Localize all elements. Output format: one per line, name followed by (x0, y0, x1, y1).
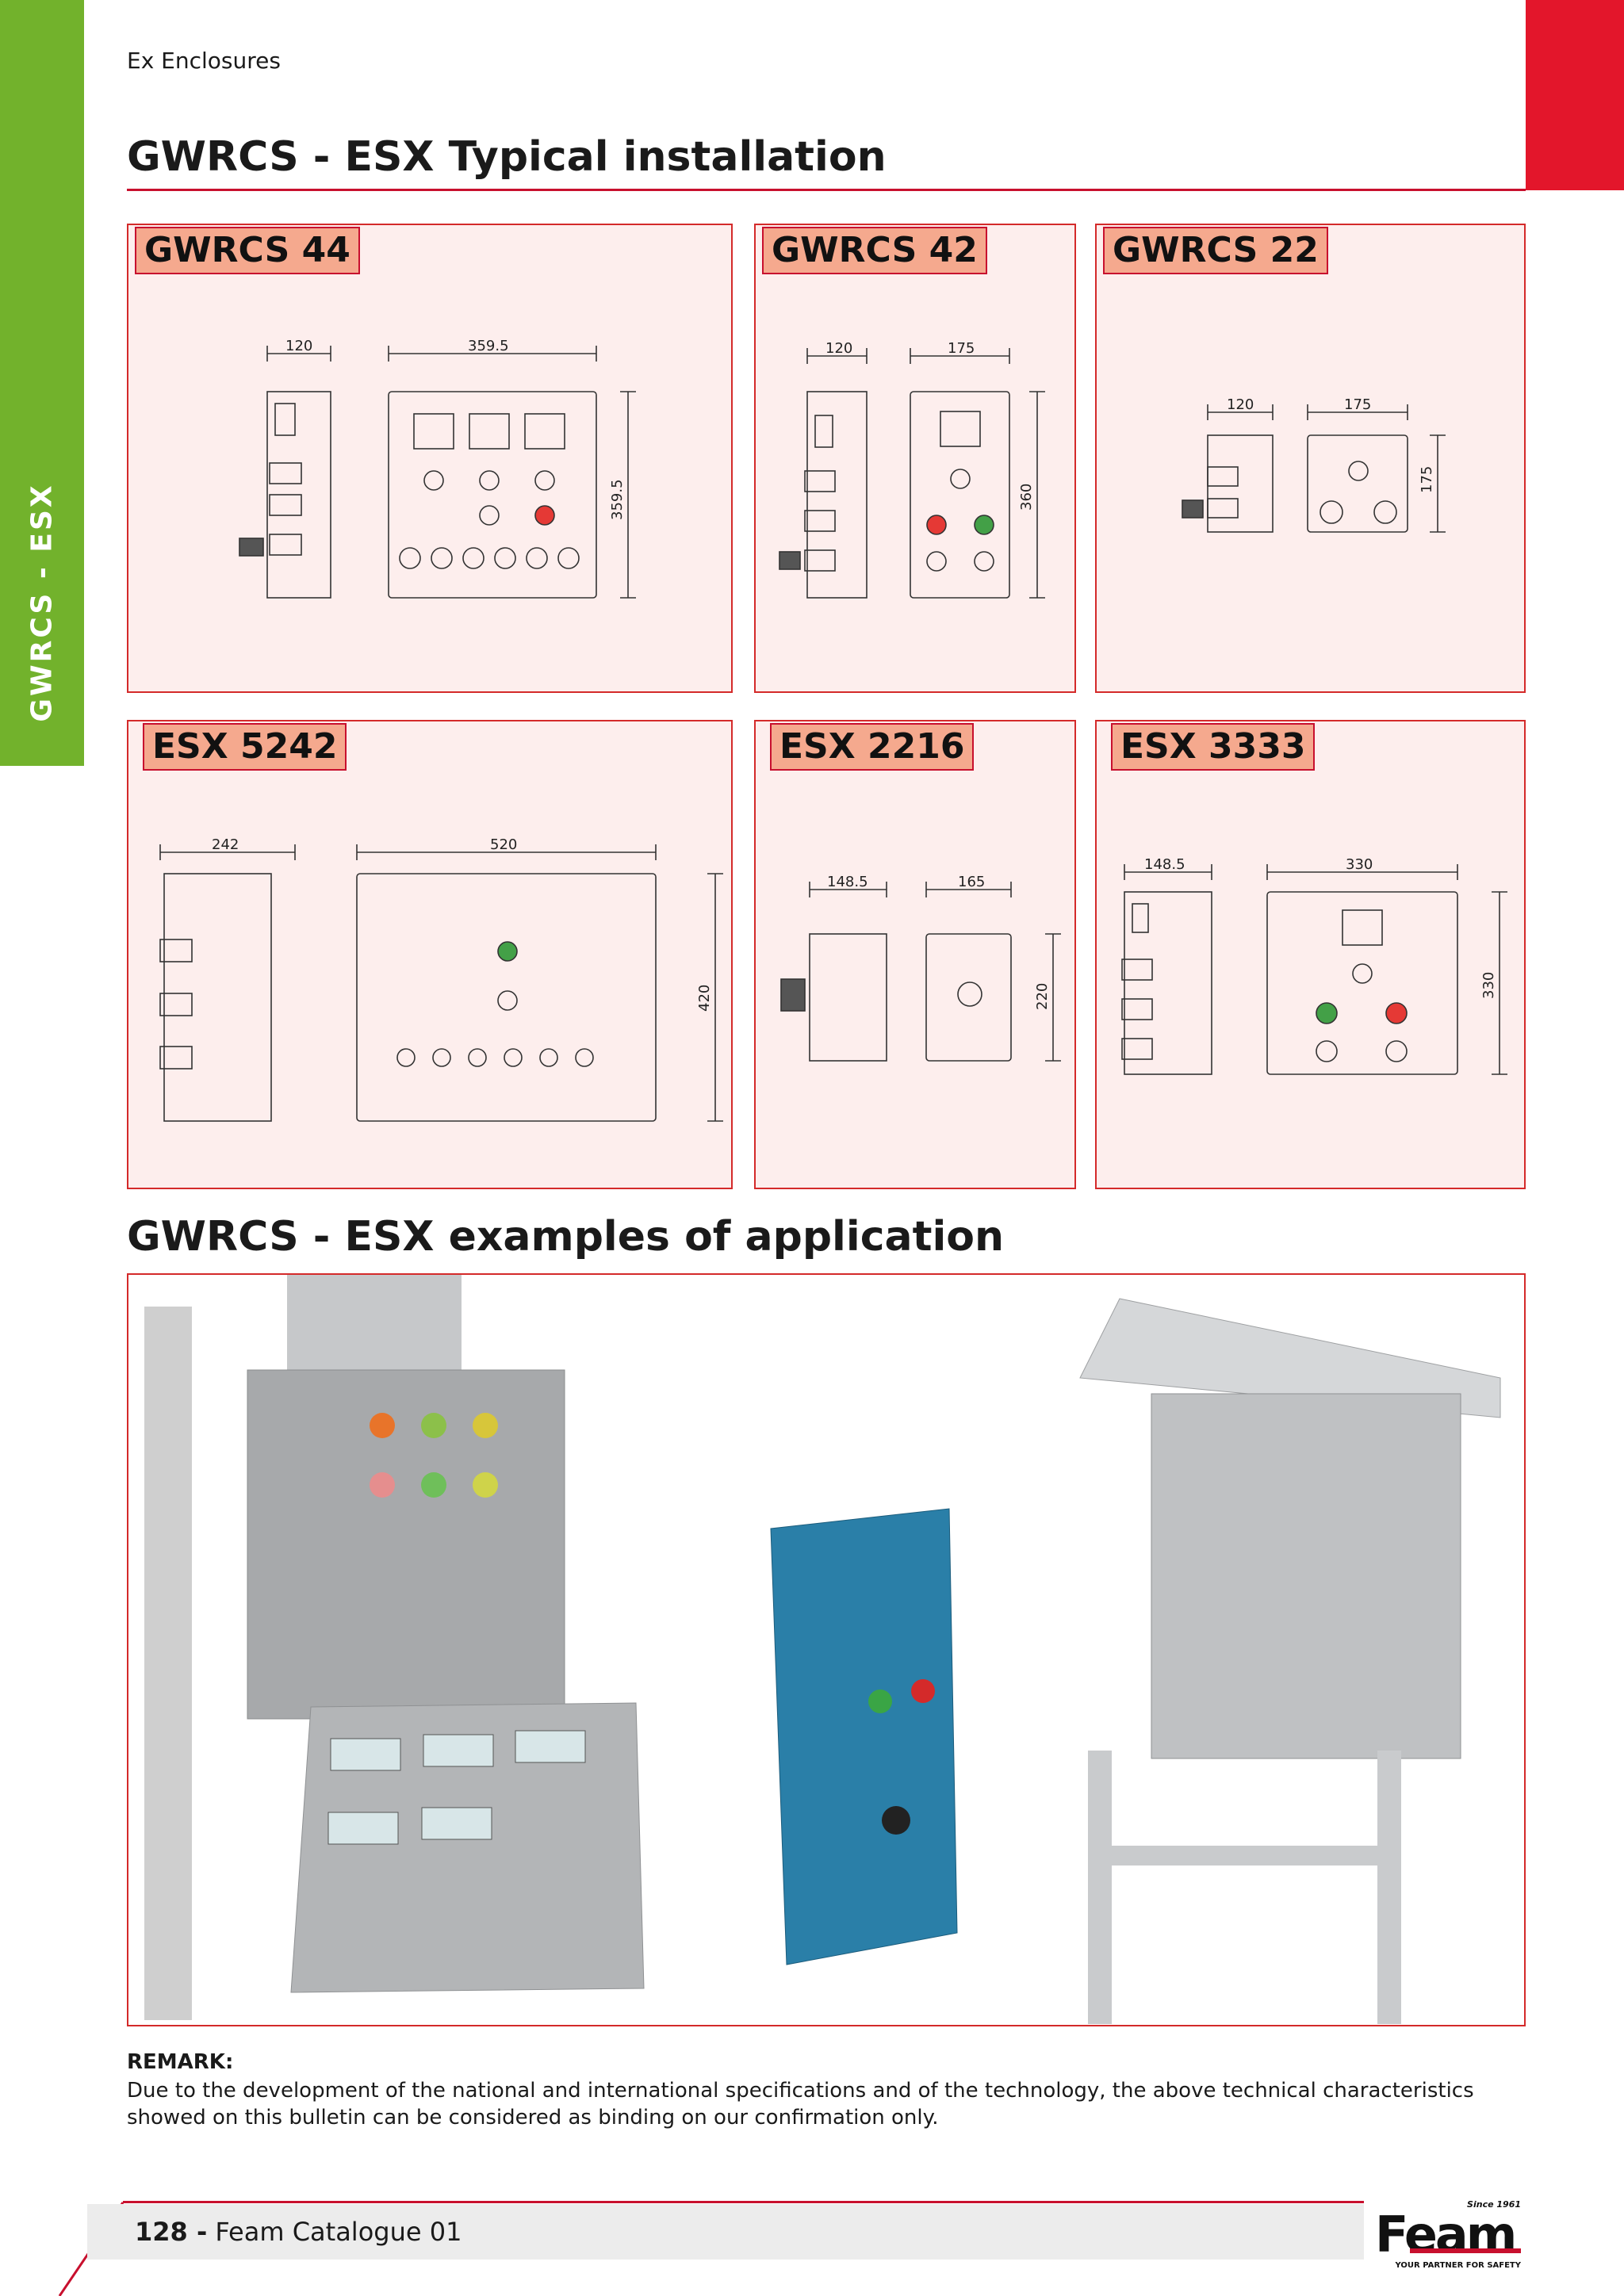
logo-bar (1410, 2248, 1521, 2253)
dim-height: 360 (1018, 484, 1035, 511)
panel-esx-3333: ESX 3333 148.5 330 330 (1095, 720, 1526, 1189)
page-number-value: 128 - (135, 2217, 208, 2247)
panel-esx-2216: ESX 2216 148.5 165 220 (754, 720, 1076, 1189)
panel-title: ESX 2216 (770, 723, 975, 771)
panel-esx-5242: ESX 5242 242 520 420 (127, 720, 733, 1189)
dim-height: 420 (696, 985, 713, 1012)
panel-gwrcs-22: GWRCS 22 120 175 175 (1095, 224, 1526, 693)
logo-wordmark: Feam (1375, 2206, 1515, 2263)
drawing-gwrcs-42: 120 175 360 (779, 340, 1045, 599)
photo-control-panel-canopy (1079, 1298, 1501, 2024)
drawing-esx-3333: 148.5 330 330 (1121, 856, 1507, 1075)
dim-height: 359.5 (609, 479, 626, 520)
dim-height: 175 (1419, 466, 1435, 493)
dim-depth: 120 (285, 338, 312, 354)
panel-gwrcs-44: GWRCS 44 120 359.5 359.5 (127, 224, 733, 693)
panel-title: ESX 3333 (1111, 723, 1316, 771)
logo-since: Since 1961 (1467, 2199, 1521, 2210)
logo-tagline: YOUR PARTNER FOR SAFETY (1395, 2261, 1522, 2270)
panel-title: GWRCS 42 (762, 227, 987, 274)
drawing-gwrcs-44: 120 359.5 359.5 (239, 338, 636, 599)
dim-width: 175 (948, 340, 975, 357)
side-tab-label: GWRCS - ESX (25, 483, 59, 722)
dim-height: 330 (1480, 972, 1497, 999)
panel-gwrcs-42: GWRCS 42 120 175 360 (754, 224, 1076, 693)
drawing-esx-5242: 242 520 420 (159, 836, 723, 1122)
title-rule (127, 189, 1526, 191)
dim-height: 220 (1034, 983, 1051, 1010)
photo-enclosure-lights (144, 1275, 565, 2020)
dim-width: 359.5 (468, 338, 509, 354)
footer-rule (123, 2201, 1364, 2203)
remark-text: Due to the development of the national a… (127, 2079, 1474, 2130)
dim-width: 520 (490, 836, 517, 853)
corner-tab (1526, 0, 1624, 190)
photo-enclosure-displays (290, 1702, 645, 1993)
applications-title: GWRCS - ESX examples of application (127, 1213, 1005, 1261)
catalogue-name: Feam Catalogue 01 (215, 2217, 462, 2247)
page-title: GWRCS - ESX Typical installation (127, 133, 887, 181)
dim-depth: 148.5 (1144, 856, 1185, 873)
remark-title: REMARK: (127, 2050, 234, 2074)
panel-title: GWRCS 22 (1103, 227, 1328, 274)
dim-depth: 148.5 (827, 874, 868, 890)
panel-title: ESX 5242 (143, 723, 347, 771)
side-tab (0, 0, 84, 766)
section-label: Ex Enclosures (127, 48, 281, 74)
feam-logo: Since 1961 Feam YOUR PARTNER FOR SAFETY (1375, 2199, 1522, 2270)
page-number: 128 - Feam Catalogue 01 (135, 2217, 462, 2247)
drawing-gwrcs-22: 120 175 175 (1182, 396, 1446, 533)
dim-width: 175 (1344, 396, 1371, 413)
footer-band (87, 2204, 1364, 2260)
application-photos (127, 1273, 1526, 2026)
dim-depth: 120 (1227, 396, 1254, 413)
application-photo-illustrations (144, 1275, 1501, 2024)
photo-blue-enclosure (770, 1508, 958, 1965)
panel-title: GWRCS 44 (135, 227, 360, 274)
drawing-esx-2216: 148.5 165 220 (780, 874, 1061, 1062)
dim-width: 330 (1346, 856, 1373, 873)
dim-width: 165 (958, 874, 985, 890)
dim-depth: 242 (212, 836, 239, 853)
dim-depth: 120 (825, 340, 852, 357)
